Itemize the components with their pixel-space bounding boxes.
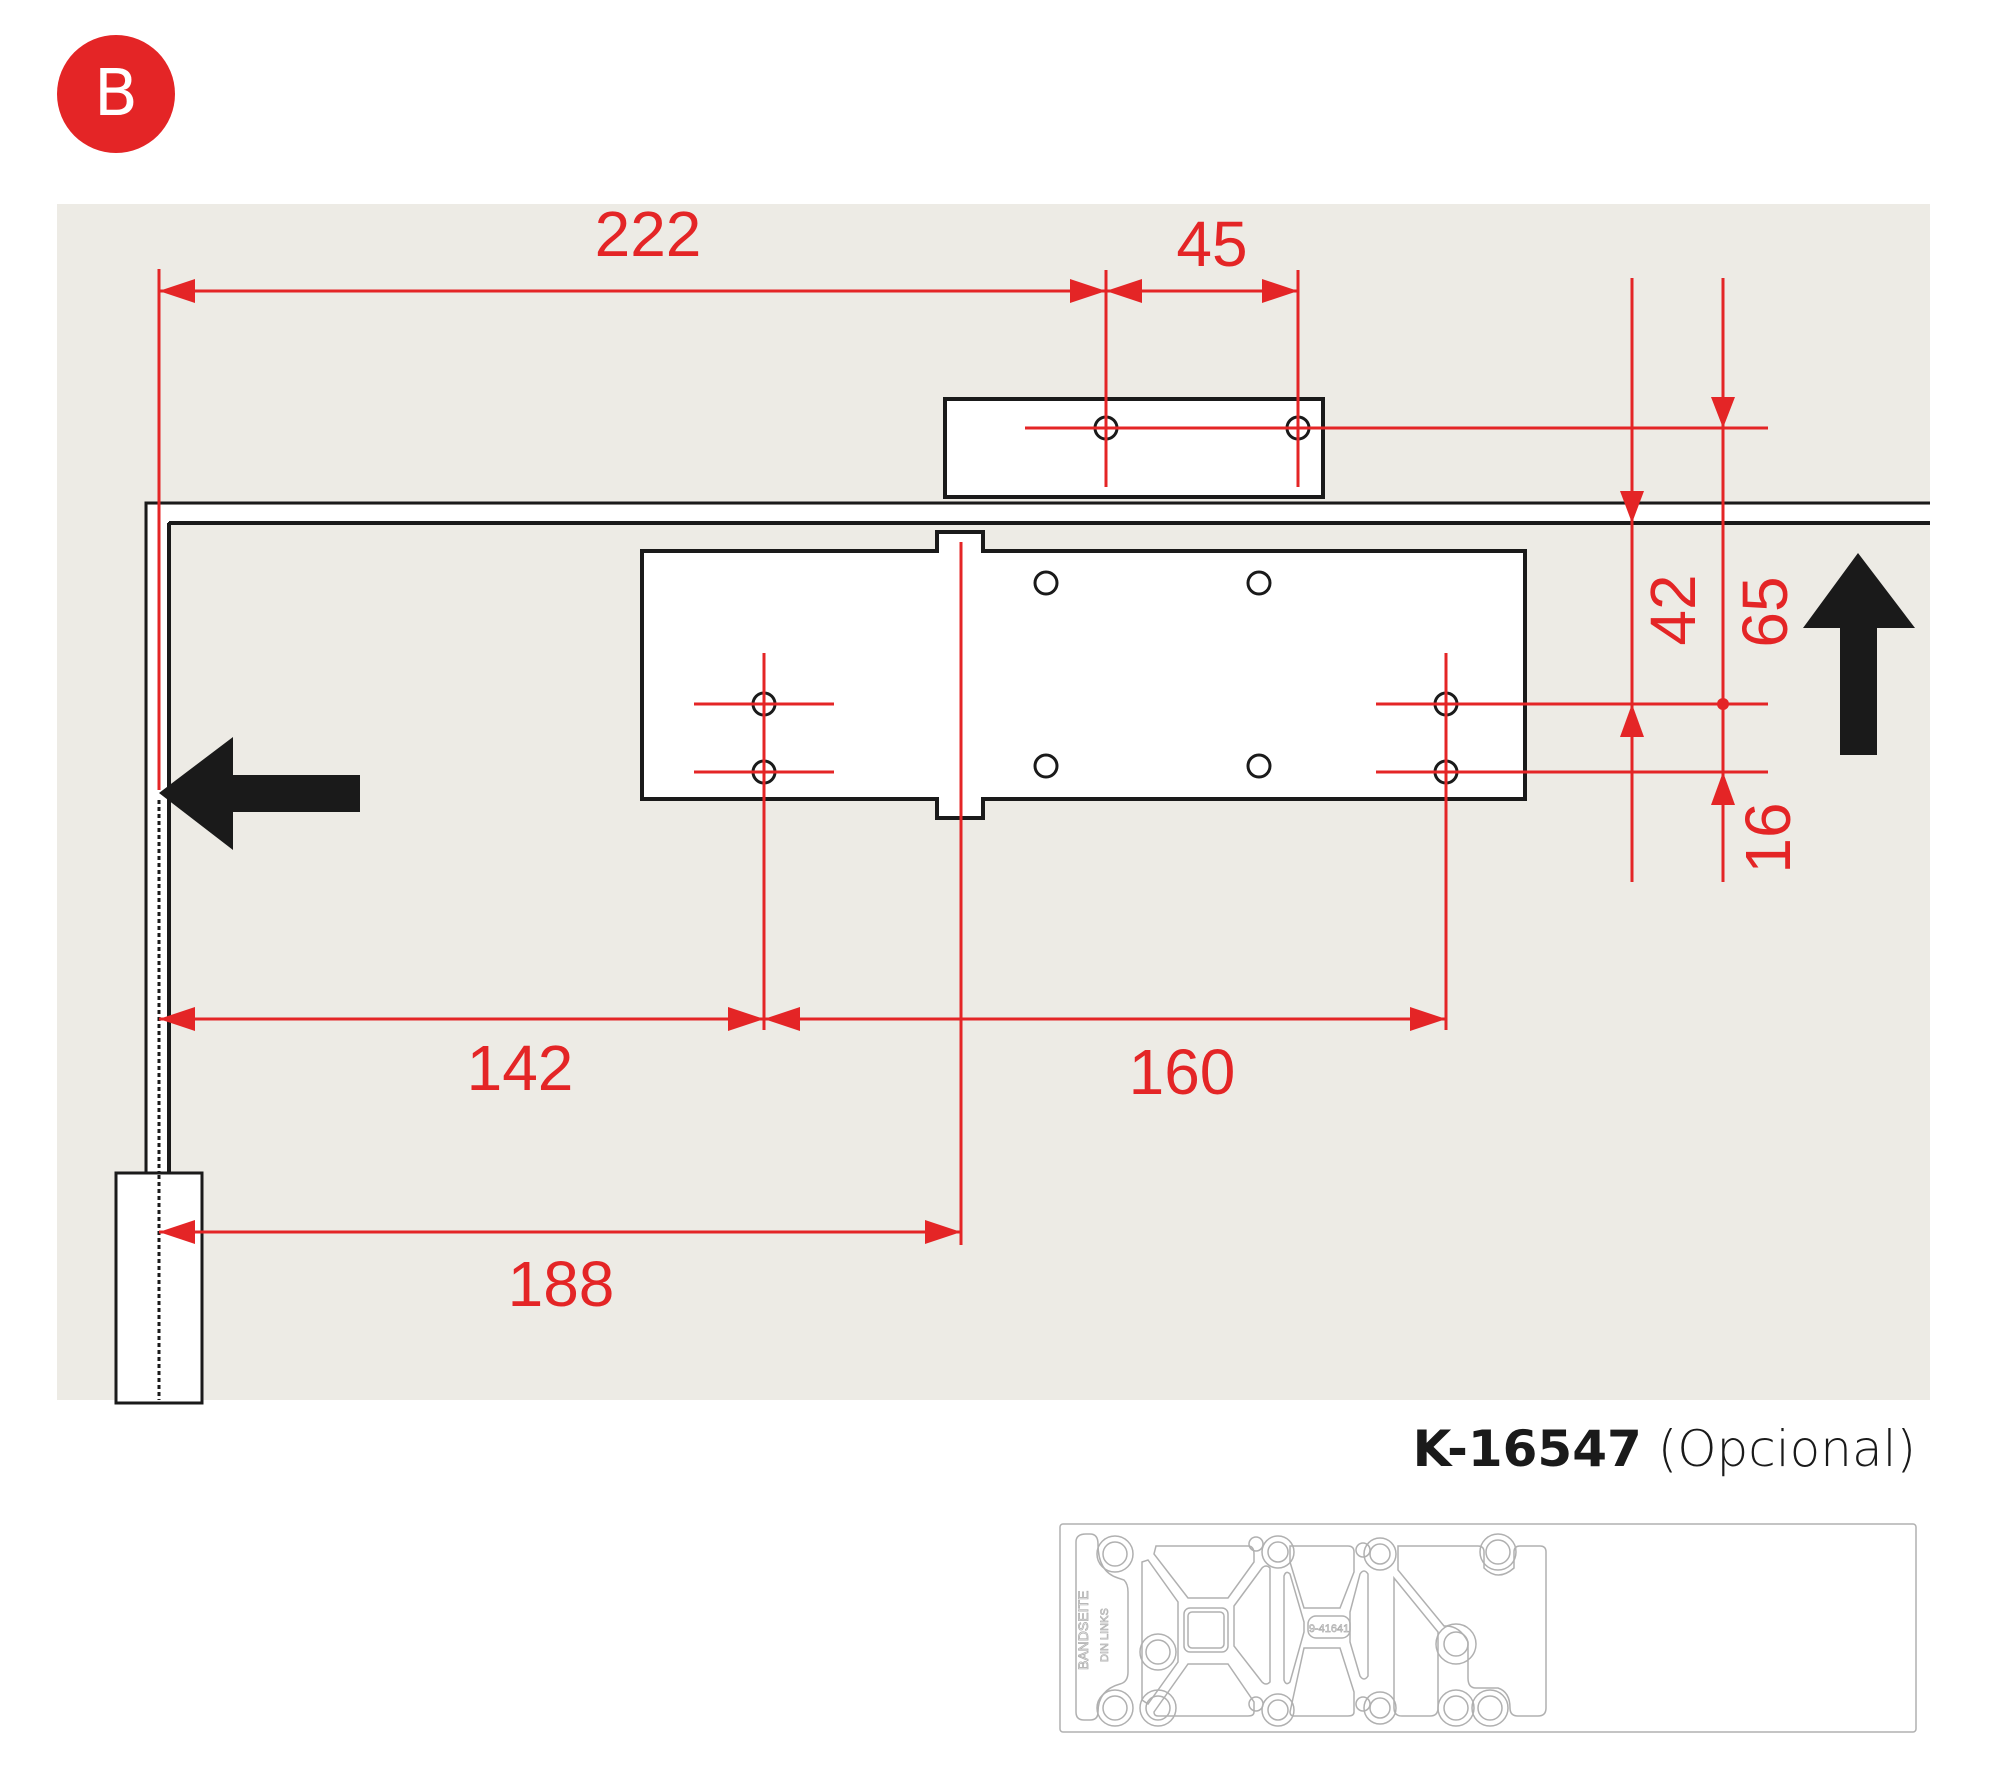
dim-45: 45 [1176, 208, 1247, 280]
hinge-block [114, 1171, 204, 1405]
section-badge: B [57, 35, 175, 153]
dim-160: 160 [1129, 1036, 1236, 1108]
arrow-left-icon [159, 737, 360, 850]
dim-142: 142 [467, 1032, 574, 1104]
section-badge-label: B [94, 57, 138, 131]
closer-body [640, 530, 1527, 820]
mounting-plate-drawing: BANDSEITE DIN LINKS 9-41641 [1059, 1523, 1917, 1733]
arm-shoe [943, 397, 1325, 499]
arrow-up-icon [1803, 553, 1915, 755]
bandseite-label: BANDSEITE [1075, 1591, 1091, 1670]
dim-16: 16 [1732, 802, 1804, 873]
part-number-label: 9-41641 [1309, 1623, 1349, 1635]
accessory-note: (Opcional) [1657, 1420, 1916, 1478]
dim-188: 188 [508, 1248, 615, 1320]
accessory-caption: K-16547 (Opcional) [1413, 1420, 1916, 1478]
dim-65: 65 [1729, 576, 1801, 647]
dim-222: 222 [595, 198, 702, 270]
accessory-code: K-16547 [1412, 1420, 1642, 1478]
dim-42: 42 [1637, 574, 1709, 645]
din-links-label: DIN LINKS [1099, 1608, 1111, 1662]
dimension-arrowheads [159, 279, 1735, 1244]
